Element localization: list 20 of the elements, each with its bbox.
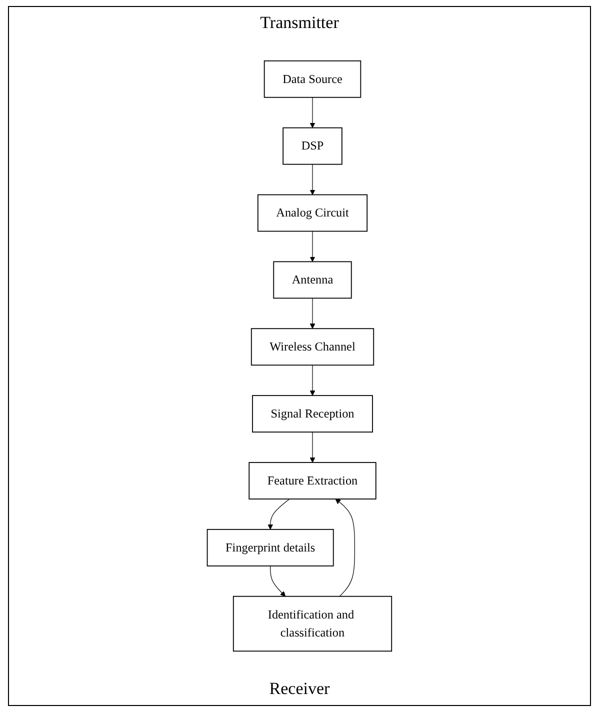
node-box: Feature Extraction <box>248 462 376 500</box>
node-box: DSP <box>282 127 342 165</box>
arrow <box>310 230 316 262</box>
node-box: Fingerprint details <box>206 528 334 566</box>
arrow <box>310 298 316 329</box>
arrow <box>310 97 316 128</box>
node-box: Identification and classification <box>232 596 392 652</box>
node-box: Analog Circuit <box>258 194 368 232</box>
arrow <box>335 498 356 597</box>
node-box: Signal Reception <box>252 395 373 433</box>
node-box: Antenna <box>273 261 352 299</box>
arrow <box>310 432 316 463</box>
arrow <box>268 498 290 530</box>
node-box: Wireless Channel <box>250 328 374 366</box>
section-label: Transmitter <box>260 13 339 33</box>
arrow <box>310 164 316 195</box>
node-box: Data Source <box>264 60 362 98</box>
section-label: Receiver <box>269 679 330 699</box>
arrow <box>310 364 316 396</box>
arrow <box>270 566 286 597</box>
